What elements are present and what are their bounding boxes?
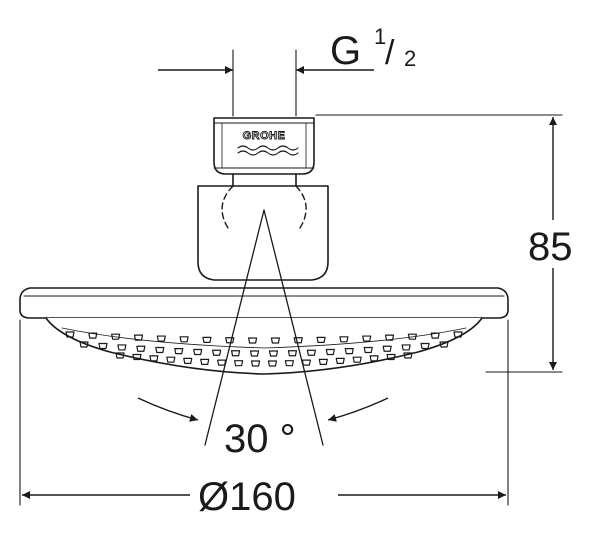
spray-nozzle [287,350,298,357]
spray-nozzle [136,345,146,352]
spray-nozzle [111,333,121,340]
spray-nozzle [133,334,144,341]
spray-nozzle [88,332,98,339]
spray-nozzle [439,341,449,348]
thread-label-g: G [330,29,361,73]
spray-nozzle [247,337,258,344]
spray-nozzle [384,334,395,341]
spray-angle-lines [204,209,324,446]
spray-nozzle [149,355,159,362]
spray-nozzle [155,346,165,354]
spray-nozzle [183,357,193,364]
spray-nozzle [200,358,210,365]
spray-nozzle [230,350,241,357]
spray-nozzle [166,356,176,363]
ball-joint-housing [197,185,329,281]
spray-nozzle [249,350,260,357]
spray-nozzle [430,332,440,339]
spray-nozzle [250,360,261,367]
spray-nozzle [352,356,362,363]
spray-nozzle [270,337,281,344]
spray-nozzle [407,333,417,340]
spray-nozzle [325,348,335,356]
spray-nozzles [65,331,463,367]
thread-label-slash: / [385,34,395,72]
spray-nozzle [115,352,125,359]
spray-nozzle [335,357,345,364]
spray-nozzle [453,331,463,338]
spray-nozzle [268,350,279,357]
spray-nozzle [267,360,278,367]
spray-nozzle [363,346,373,354]
spray-nozzle [212,349,222,356]
spray-nozzle [369,355,379,362]
height-label: 85 [528,225,573,269]
spray-nozzle [293,337,303,344]
grohe-logo: GROHE [243,130,286,142]
spray-nozzle [401,344,411,351]
spray-nozzle [362,335,372,342]
spray-nozzle [174,348,184,355]
diameter-label: Ø160 [198,475,296,519]
spray-nozzle [65,331,75,338]
spray-nozzle [420,342,430,350]
spray-nozzle [339,336,349,343]
spray-nozzle [233,360,244,367]
spray-nozzle [117,344,127,351]
angle-label: 30 ° [224,417,296,461]
spray-nozzle [386,353,396,361]
spray-nozzle [98,342,108,350]
angle-dimension [137,397,389,422]
spray-nozzle [306,349,316,356]
spray-nozzle [403,352,413,359]
spray-nozzle [193,348,203,356]
spray-nozzle [132,353,142,361]
spray-nozzle [316,336,326,343]
spray-nozzle [225,337,235,344]
spray-nozzle [344,348,354,355]
spray-nozzle [156,335,166,342]
spray-nozzle [382,345,392,352]
spray-nozzle [284,360,295,367]
spray-nozzle [202,336,212,343]
thread-label-denominator: 2 [404,46,416,71]
thread-label-numerator: 1 [374,24,386,49]
head-disc [19,287,509,319]
spray-nozzle [79,341,89,348]
spray-face [45,317,483,375]
extension-lines [19,49,563,506]
neck [232,173,297,187]
spray-nozzle [179,336,189,343]
spray-nozzle [318,358,328,365]
connector-nut [213,117,315,175]
